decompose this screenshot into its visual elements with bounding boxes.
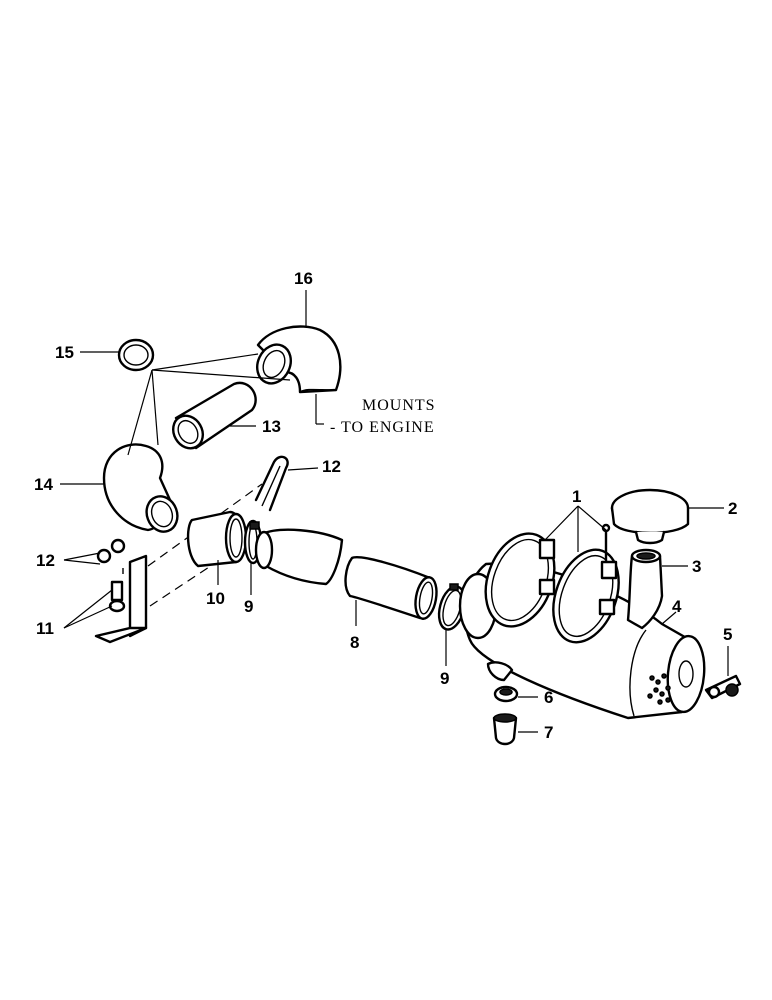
callout-7: 7 (544, 723, 553, 742)
callout-9-right: 9 (440, 669, 449, 688)
callout-6: 6 (544, 688, 553, 707)
part-1-mounting-bands (484, 523, 620, 644)
part-13-hose (171, 381, 257, 450)
part-8-tube-front (254, 528, 344, 586)
callout-9-left: 9 (244, 597, 253, 616)
note-dash: - (330, 419, 341, 436)
part-3-inlet-tube (626, 548, 664, 630)
callout-10: 10 (206, 589, 225, 608)
callout-4: 4 (672, 597, 682, 616)
leader-lines (60, 290, 729, 733)
callout-5: 5 (723, 625, 732, 644)
note-line-2-text: TO ENGINE (341, 419, 435, 436)
part-5-latch (704, 674, 742, 700)
callout-15: 15 (55, 343, 74, 362)
part-2-rain-cap (610, 488, 690, 545)
callout-2: 2 (728, 499, 737, 518)
part-6-nut (493, 685, 519, 703)
callout-labels: 16 15 13 14 12 12 11 10 9 8 9 1 2 3 4 5 … (34, 269, 737, 742)
note-line-2: - TO ENGINE (330, 419, 435, 436)
mounts-to-engine-note: MOUNTS - TO ENGINE (330, 397, 436, 436)
callout-14: 14 (34, 475, 53, 494)
part-12-nuts (96, 538, 126, 564)
callout-12-top: 12 (322, 457, 341, 476)
part-8-tube-rear (344, 556, 438, 620)
callout-12-left: 12 (36, 551, 55, 570)
callout-8: 8 (350, 633, 359, 652)
callout-16: 16 (294, 269, 313, 288)
callout-11: 11 (36, 619, 54, 638)
part-10-sleeve (186, 510, 248, 568)
part-15-clamp-ring (117, 338, 155, 372)
part-14-lower-elbow (102, 443, 179, 533)
callout-3: 3 (692, 557, 701, 576)
part-16-upper-elbow (256, 325, 342, 394)
callout-13: 13 (262, 417, 281, 436)
perforation-dots (647, 673, 671, 705)
note-line-1: MOUNTS (362, 397, 436, 414)
callout-1: 1 (572, 487, 581, 506)
part-12-u-bolt (254, 455, 289, 512)
part-7-dust-valve (492, 713, 518, 746)
part-11-mounting-bracket (94, 554, 148, 644)
